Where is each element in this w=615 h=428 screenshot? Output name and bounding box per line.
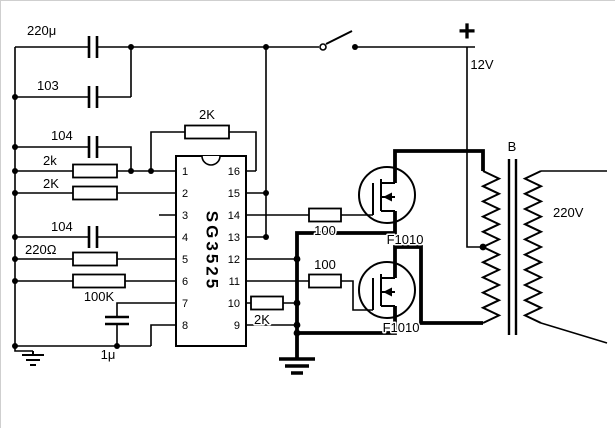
- pin-16: 16: [228, 166, 240, 178]
- res-100-bottom-label: 100: [314, 257, 336, 272]
- output-220v-label: 220V: [553, 205, 584, 220]
- cap-103-label: 103: [37, 78, 59, 93]
- res-2k-shutdown-label: 2K: [254, 312, 270, 327]
- ic-notch-icon: [201, 155, 221, 166]
- pin-15: 15: [228, 188, 240, 200]
- pin-11: 11: [229, 276, 240, 288]
- res-100-top-label: 100: [314, 223, 336, 238]
- resistor-100-bottom: [308, 273, 342, 289]
- cap-220u-label: 220μ: [27, 23, 56, 38]
- capacitor-103-icon: [87, 86, 99, 108]
- resistor-2k-lower: [72, 163, 118, 179]
- pin-8: 8: [182, 320, 188, 332]
- supply-12v-label: 12V: [470, 57, 493, 72]
- cap-104-top-label: 104: [51, 128, 73, 143]
- mosfet-top-icon: [358, 166, 416, 224]
- pin-1: 1: [182, 166, 188, 178]
- ic-body: [175, 155, 247, 347]
- resistor-220ohm: [72, 251, 118, 267]
- secondary-winding-icon: [522, 170, 544, 324]
- capacitor-220u-icon: [87, 36, 99, 58]
- capacitor-104-top-icon: [87, 136, 99, 158]
- transformer: [480, 159, 544, 335]
- capacitor-1u-icon: [105, 315, 129, 326]
- pin-4: 4: [182, 232, 188, 244]
- cap-104-bottom-label: 104: [51, 219, 73, 234]
- resistor-100k: [72, 273, 126, 289]
- res-100k-label: 100K: [84, 289, 115, 304]
- capacitor-104-bottom-icon: [87, 226, 99, 248]
- ground-symbol-left: [22, 351, 44, 366]
- resistor-100-top: [308, 207, 342, 223]
- transformer-core-icon: [507, 159, 518, 335]
- mosfet-top-label: F1010: [387, 232, 424, 247]
- res-2k-upper-label: 2K: [43, 176, 59, 191]
- pin-14: 14: [228, 210, 240, 222]
- junction-dots: [12, 44, 487, 349]
- plus-terminal-label: +: [458, 15, 476, 48]
- res-2k-lower-label: 2k: [43, 153, 57, 168]
- power-wires: [295, 149, 485, 359]
- pin-2: 2: [182, 188, 188, 200]
- power-switch: [319, 30, 358, 51]
- resistor-2k-feedback: [184, 124, 230, 140]
- cap-1u-label: 1μ: [101, 347, 116, 362]
- ic-part-number: SG3525: [203, 211, 222, 291]
- ic-sg3525: SG3525 1 2 3 4 5 6 7 8 16 15 14 13 12 11…: [175, 155, 247, 347]
- pin-7: 7: [182, 298, 188, 310]
- pin-6: 6: [182, 276, 188, 288]
- ground-symbol-main: [279, 357, 315, 375]
- transformer-label: B: [508, 139, 517, 154]
- pin-3: 3: [182, 210, 188, 222]
- mosfet-bottom-icon: [358, 261, 416, 319]
- pin-10: 10: [228, 298, 240, 310]
- mosfet-bottom-label: F1010: [383, 320, 420, 335]
- resistor-2k-upper: [72, 185, 118, 201]
- pin-12: 12: [228, 254, 240, 266]
- res-220ohm-label: 220Ω: [25, 242, 57, 257]
- pin-9: 9: [234, 320, 240, 332]
- res-2k-feedback-label: 2K: [199, 107, 215, 122]
- pin-13: 13: [228, 232, 240, 244]
- pin-5: 5: [182, 254, 188, 266]
- wire-network: [14, 46, 608, 352]
- resistor-2k-shutdown: [250, 295, 284, 311]
